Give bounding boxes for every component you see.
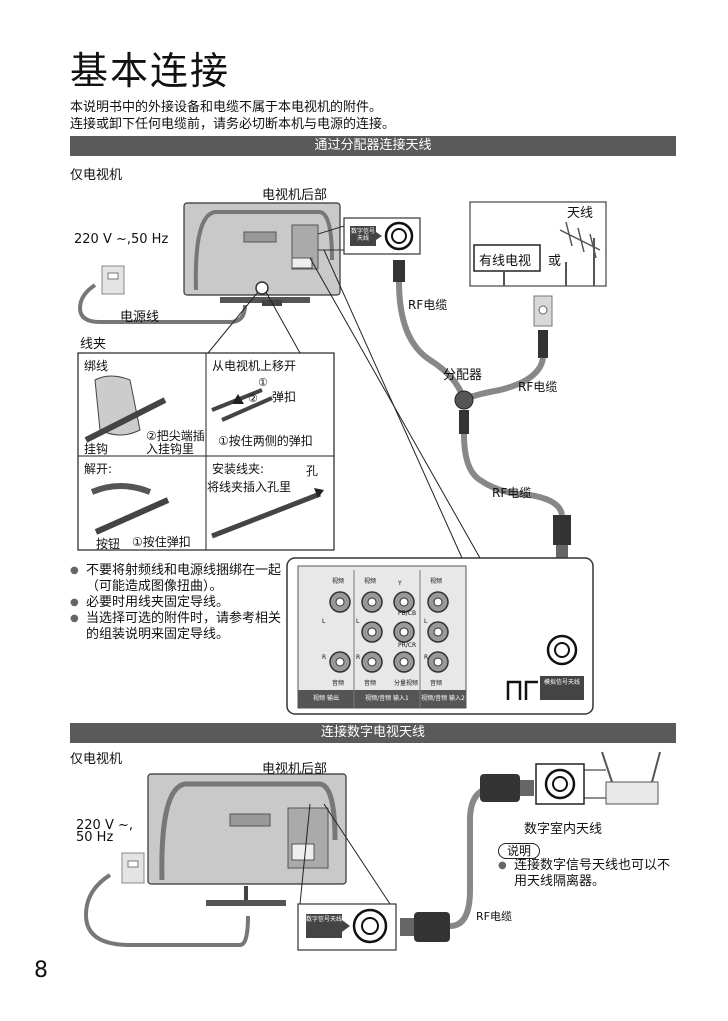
clamp-title: 线夹: [80, 337, 107, 352]
intro-line-2: 连接或卸下任何电缆前，请务必切断本机与电源的连接。: [70, 117, 396, 132]
notes-list: 不要将射频线和电源线捆绑在一起（可能造成图像扭曲）。 必要时用线夹固定导线。 当…: [70, 563, 284, 643]
clamp-move-title: 从电视机上移开: [212, 359, 297, 373]
panel-pr-label: PR/CR: [398, 642, 417, 649]
step1-marker: ①: [258, 376, 268, 389]
page-title: 基本连接: [70, 49, 231, 93]
digital-note: 连接数字信号天线也可以不用天线隔离器。: [498, 858, 676, 890]
splitter-label: 分配器: [443, 368, 483, 383]
panel-audio-label-1: 音频: [332, 680, 345, 687]
rf-cable-label-right: RF电缆: [518, 380, 558, 394]
power-spec-2: 220 V ~, 50 Hz: [76, 818, 133, 845]
cable-tv-label: 有线电视: [479, 254, 532, 269]
note-tag: 说明: [498, 843, 541, 859]
section-header-digital: 连接数字电视天线: [70, 723, 676, 743]
insert-hole-label: 将线夹插入孔里: [207, 480, 292, 494]
panel-audio-label-2: 音频: [364, 680, 377, 687]
panel-footer-2: 视频/音频 输入1: [365, 695, 409, 702]
section-header-splitter: 通过分配器连接天线: [70, 136, 676, 156]
panel-video-label-2: 视频: [364, 578, 377, 585]
splitter-connection-diagram: [77, 201, 607, 715]
panel-component-label: 分量视频: [394, 680, 419, 687]
power-spec: 220 V ~,50 Hz: [74, 232, 169, 247]
panel-l-label-3: L: [424, 618, 428, 625]
panel-video-label-1: 视频: [332, 578, 345, 585]
digital-input-label-2: 数字信号天线: [306, 916, 343, 923]
panel-footer-3: 视频/音频 输入2: [421, 695, 465, 702]
note-item: 连接数字信号天线也可以不用天线隔离器。: [498, 858, 676, 890]
panel-r-label-1: R: [322, 654, 327, 661]
intro-line-1: 本说明书中的外接设备和电缆不属于本电视机的附件。: [70, 100, 383, 115]
page-number: 8: [34, 958, 48, 983]
rf-cable-label-digital: RF电缆: [476, 910, 512, 923]
panel-y-label: Y: [398, 580, 402, 587]
power-cord-label: 电源线: [120, 310, 160, 325]
press-snap-label: ①按住两侧的弹扣: [218, 434, 313, 448]
panel-r-label-2: R: [356, 654, 361, 661]
panel-r-label-3: R: [424, 654, 429, 661]
tv-only-label: 仅电视机: [70, 168, 123, 183]
rf-cable-label-bottom: RF电缆: [492, 486, 532, 500]
analog-input-label: 模拟信号天线: [543, 679, 580, 686]
tv-only-label-2: 仅电视机: [70, 752, 123, 767]
install-label: 安装线夹:: [212, 462, 265, 476]
rf-cable-label-top: RF电缆: [408, 298, 448, 312]
panel-video-label-3: 视频: [430, 578, 443, 585]
tv-rear-label: 电视机后部: [262, 188, 328, 203]
panel-l-label-1: L: [322, 618, 326, 625]
insert-tip-label: ②把尖端插入挂钩里: [146, 429, 205, 456]
panel-audio-label-3: 音频: [430, 680, 443, 687]
panel-footer-1: 视频 输出: [313, 695, 339, 702]
hook-label: 挂钩: [84, 442, 109, 456]
panel-pb-label: PB/CB: [398, 610, 417, 617]
note-item: 不要将射频线和电源线捆绑在一起（可能造成图像扭曲）。: [70, 563, 284, 595]
step2-marker: ②: [248, 392, 258, 405]
clamp-bind-label: 绑线: [84, 359, 109, 373]
antenna-label: 天线: [567, 206, 594, 221]
digital-input-label: 数字信号天线: [351, 228, 376, 242]
tv-rear-illustration: [183, 202, 341, 306]
panel-l-label-2: L: [356, 618, 360, 625]
hole-label: 孔: [306, 464, 319, 478]
note-item: 必要时用线夹固定导线。: [70, 595, 284, 611]
note-item: 当选择可选的附件时，请参考相关的组装说明来固定导线。: [70, 611, 284, 643]
release-label: 解开:: [84, 462, 113, 476]
button-label: 按钮: [96, 537, 121, 551]
digital-antenna-diagram: [83, 751, 661, 951]
hold-snap-label: ①按住弹扣: [132, 535, 191, 549]
indoor-antenna-label: 数字室内天线: [524, 822, 603, 837]
or-label: 或: [548, 254, 562, 269]
tv-rear-label-2: 电视机后部: [262, 762, 328, 777]
snap-label: 弹扣: [272, 390, 297, 404]
